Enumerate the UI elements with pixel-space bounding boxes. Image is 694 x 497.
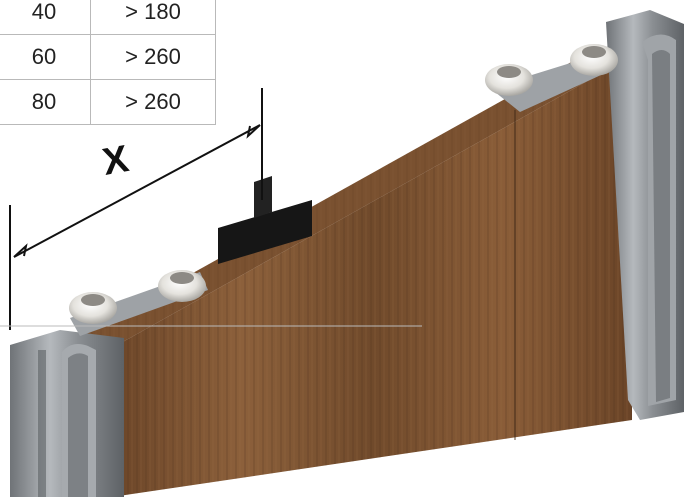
left-aluminium-profile [10,330,124,497]
spec-table: 40 > 180 60 > 260 80 > 260 [0,0,216,125]
table-cell-value: > 260 [90,79,216,125]
table-cell-width: 40 [0,0,91,35]
table-cell-value: > 260 [90,34,216,80]
roller-left-2 [158,270,206,302]
right-aluminium-profile [606,10,684,420]
table-row: 80 > 260 [0,79,216,125]
roller-left-1 [69,292,117,324]
roller-right-1 [485,64,533,96]
table-row: 60 > 260 [0,34,216,80]
dimension-x-indicator [9,88,263,330]
roller-right-2 [570,44,618,76]
table-cell-value: > 180 [90,0,216,35]
table-cell-width: 60 [0,34,91,80]
table-row: 40 > 180 [0,0,216,35]
table-cell-width: 80 [0,79,91,125]
